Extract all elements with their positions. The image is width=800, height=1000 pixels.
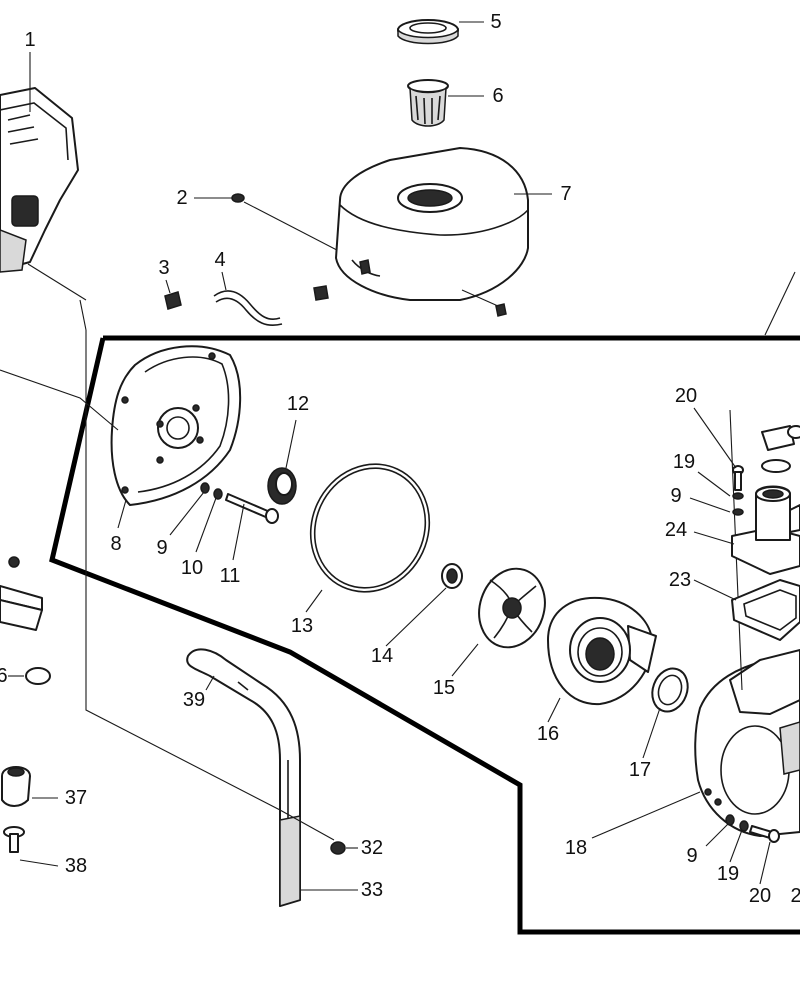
- impeller-part-15: [478, 567, 546, 649]
- pump-housing-part-18: [694, 649, 800, 837]
- lower-fasteners: [725, 814, 780, 843]
- callout-4: 4: [214, 249, 225, 271]
- small-seal-part-14: [441, 563, 463, 589]
- callout-6: 6: [492, 85, 503, 107]
- callout-23: 23: [669, 569, 691, 591]
- callout-17: 17: [629, 759, 651, 781]
- callout-18: 18: [565, 837, 587, 859]
- leader-4: [221, 271, 227, 291]
- fuel-cap-part-5: [397, 19, 459, 45]
- drain-plug: [761, 425, 800, 473]
- leader-24: [693, 531, 735, 545]
- leader-12: [285, 419, 297, 469]
- boundary-leader: [764, 271, 796, 336]
- callout-10: 10: [181, 557, 203, 579]
- gasket-ring-part-17: [651, 667, 689, 713]
- leader-9: [169, 491, 205, 536]
- callout-33: 33: [361, 879, 383, 901]
- callout-3: 3: [158, 257, 169, 279]
- callout-1: 1: [24, 29, 35, 51]
- callout-39: 39: [183, 689, 205, 711]
- fitting-part-32: [330, 841, 346, 855]
- leader-20a: [693, 407, 737, 469]
- leader-20b: [759, 841, 771, 885]
- callout-21: 2: [790, 885, 800, 907]
- cover-plate-part-8: [110, 345, 242, 506]
- clip-part-3: [164, 291, 182, 310]
- callout-37: 37: [65, 787, 87, 809]
- leader-38: [19, 859, 59, 867]
- discharge-port-part-24: [731, 485, 800, 575]
- mount-bolt-part-38: [3, 826, 25, 853]
- callout-24: 24: [665, 519, 687, 541]
- seal-part-12: [267, 467, 297, 505]
- leader-3: [165, 279, 171, 294]
- volute-part-16: [547, 596, 657, 706]
- callout-15: 15: [433, 677, 455, 699]
- washers-bolt-parts-9-11: [200, 482, 279, 524]
- callout-20b: 20: [749, 885, 771, 907]
- rubber-mount-part-37: [1, 766, 31, 807]
- engine-part: [0, 87, 79, 273]
- leader-16: [547, 697, 561, 723]
- leader-17: [642, 707, 661, 759]
- leader-18: [591, 791, 701, 839]
- callout-16: 16: [537, 723, 559, 745]
- leader-14: [385, 587, 447, 647]
- leader-10: [195, 497, 217, 553]
- callout-19b: 19: [717, 863, 739, 885]
- o-ring-part-13: [309, 463, 431, 593]
- callout-2: 2: [176, 187, 187, 209]
- callout-20a: 20: [675, 385, 697, 407]
- leader-9b: [689, 497, 731, 513]
- callout-12: 12: [287, 393, 309, 415]
- callout-38: 38: [65, 855, 87, 877]
- callout-9b: 9: [670, 485, 681, 507]
- leader-9c: [705, 823, 729, 847]
- rubber-foot-left: [25, 667, 51, 685]
- leader-13: [305, 589, 323, 613]
- leader-19a: [697, 471, 731, 497]
- fuel-tank-part-7: [335, 147, 529, 317]
- callout-19a: 19: [673, 451, 695, 473]
- pump-assembly-boundary: [49, 335, 800, 935]
- leader-19b: [729, 829, 743, 863]
- callout-7: 7: [560, 183, 571, 205]
- strainer-part-6: [407, 79, 449, 127]
- bracket-left: [0, 556, 43, 631]
- gasket-part-23: [731, 579, 800, 641]
- callout-9c: 9: [686, 845, 697, 867]
- leader-15: [451, 643, 479, 677]
- callout-36: 6: [0, 665, 8, 687]
- leader-39: [205, 675, 215, 691]
- callout-8: 8: [110, 533, 121, 555]
- callout-32: 32: [361, 837, 383, 859]
- leader-8: [117, 499, 127, 529]
- callout-11: 11: [220, 565, 241, 587]
- callout-13: 13: [291, 615, 313, 637]
- suction-pipe-part-39: [186, 648, 301, 908]
- fuel-hose-part-4: [213, 290, 283, 326]
- bolt-part-2: [231, 193, 245, 203]
- callout-9a: 9: [156, 537, 167, 559]
- leader-11: [232, 503, 245, 561]
- callout-5: 5: [490, 11, 501, 33]
- leader-23: [693, 579, 737, 601]
- callout-14: 14: [371, 645, 393, 667]
